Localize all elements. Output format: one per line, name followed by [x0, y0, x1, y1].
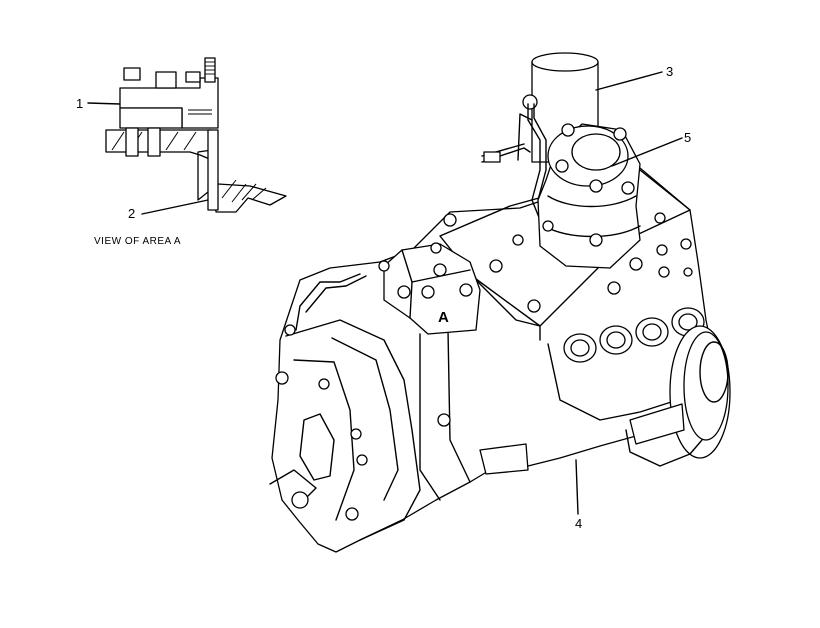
transfer-pump [537, 123, 641, 269]
delivery-valves [547, 307, 705, 421]
leader-line-5 [611, 137, 683, 167]
detail-caption: VIEW OF AREA A [94, 236, 181, 247]
detail-view-area-a [105, 57, 287, 213]
callout-2: 2 [128, 206, 135, 221]
pump-assembly: A [269, 52, 731, 553]
wire-harness [527, 103, 541, 221]
top-plate-bolts [443, 212, 693, 313]
leader-line-3 [595, 71, 663, 91]
leader-line-1 [87, 102, 121, 105]
leader-line-4 [575, 459, 579, 515]
callout-3: 3 [666, 64, 673, 79]
drive-pulley [625, 325, 731, 467]
callout-5: 5 [684, 130, 691, 145]
callout-1: 1 [76, 96, 83, 111]
area-marker-a: A [438, 309, 449, 326]
callout-4: 4 [575, 516, 582, 531]
leader-line-2 [141, 199, 209, 215]
pump-housing [271, 167, 717, 553]
cover-bolts [275, 324, 451, 521]
